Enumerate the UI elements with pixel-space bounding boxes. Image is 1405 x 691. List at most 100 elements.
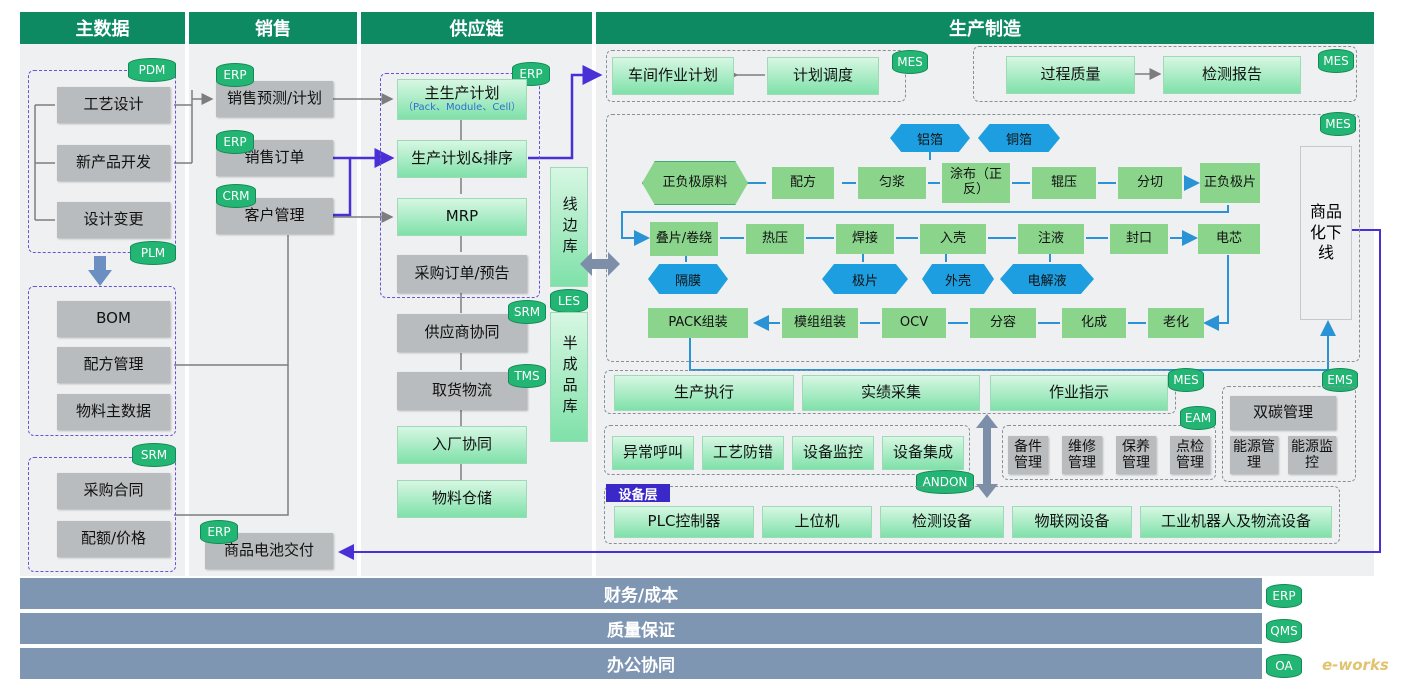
electrode-raw-material-hex[interactable]: 正负极原料	[642, 161, 748, 205]
abnormal-call-box[interactable]: 异常呼叫	[612, 436, 694, 470]
srm-group	[28, 457, 176, 572]
master-plan-sublabel: （Pack、Module、Cell）	[402, 102, 522, 114]
injection-step-box[interactable]: 注液	[1018, 224, 1084, 254]
inspection-mgmt-box[interactable]: 点检管理	[1170, 436, 1210, 474]
sales-forecast-box[interactable]: 销售预测/计划	[216, 81, 333, 117]
upkeep-box[interactable]: 保养管理	[1116, 436, 1156, 474]
plan-dispatch-box[interactable]: 计划调度	[767, 57, 879, 95]
energy-monitor-box[interactable]: 能源监控	[1288, 436, 1336, 474]
electrode-hex: 极片	[822, 264, 908, 294]
formation-step-box[interactable]: 化成	[1062, 308, 1126, 338]
sales-column	[189, 44, 357, 576]
device-integration-box[interactable]: 设备集成	[882, 436, 964, 470]
new-product-box[interactable]: 新产品开发	[57, 145, 170, 181]
material-master-box[interactable]: 物料主数据	[57, 394, 170, 430]
eam-tag: EAM	[1180, 406, 1216, 430]
device-layer-label: 设备层	[606, 484, 670, 503]
srm-tag-supply: SRM	[508, 300, 546, 324]
inbound-collab-box[interactable]: 入厂协同	[397, 426, 527, 464]
carbon-group	[1222, 386, 1356, 482]
process-design-box[interactable]: 工艺设计	[57, 87, 170, 123]
les-tag: LES	[550, 289, 588, 313]
slurry-step-box[interactable]: 匀浆	[858, 167, 926, 199]
test-equipment-box[interactable]: 检测设备	[880, 506, 1004, 538]
header-supply-chain: 供应链	[361, 12, 592, 44]
battery-delivery-box[interactable]: 商品电池交付	[205, 533, 333, 569]
pdm-tag: PDM	[128, 58, 176, 82]
error-proofing-box[interactable]: 工艺防错	[702, 436, 784, 470]
cell-process-group	[606, 114, 1360, 362]
inspection-report-box[interactable]: 检测报告	[1163, 56, 1301, 94]
module-assembly-step-box[interactable]: 模组组装	[782, 308, 858, 338]
mrp-box[interactable]: MRP	[397, 198, 527, 236]
mes-tag-quality: MES	[1318, 49, 1354, 73]
erp-tag-forecast: ERP	[216, 63, 254, 87]
process-quality-box[interactable]: 过程质量	[1006, 56, 1135, 94]
quality-assurance-bar[interactable]: 质量保证	[20, 613, 1262, 644]
formula-step-box[interactable]: 配方	[772, 167, 834, 199]
header-sales: 销售	[189, 12, 357, 44]
mes-tag-exec: MES	[1168, 368, 1204, 392]
production-execution-box[interactable]: 生产执行	[614, 375, 794, 411]
welding-step-box[interactable]: 焊接	[836, 224, 894, 254]
device-layer-group	[604, 486, 1340, 544]
device-monitor-box[interactable]: 设备监控	[792, 436, 874, 470]
actual-collection-box[interactable]: 实绩采集	[802, 375, 980, 411]
tms-tag: TMS	[508, 364, 546, 388]
supplier-collab-box[interactable]: 供应商协同	[397, 314, 527, 352]
watermark-logo: e-works	[1322, 656, 1389, 674]
office-collab-bar[interactable]: 办公协同	[20, 648, 1262, 679]
maintenance-box[interactable]: 维修管理	[1062, 436, 1102, 474]
work-instruction-box[interactable]: 作业指示	[990, 375, 1168, 411]
erp-tag-finance: ERP	[1266, 584, 1302, 608]
iot-device-box[interactable]: 物联网设备	[1012, 506, 1132, 538]
crm-tag: CRM	[216, 184, 256, 208]
cell-step-box[interactable]: 电芯	[1198, 224, 1260, 254]
dual-carbon-box[interactable]: 双碳管理	[1230, 396, 1336, 430]
purchase-contract-box[interactable]: 采购合同	[57, 473, 170, 509]
erp-tag-order: ERP	[216, 130, 254, 154]
host-computer-box[interactable]: 上位机	[762, 506, 872, 538]
rolling-step-box[interactable]: 辊压	[1032, 167, 1096, 199]
semi-product-store-box[interactable]: 半成品库	[550, 312, 588, 442]
pickup-logistics-box[interactable]: 取货物流	[397, 372, 527, 410]
bom-box[interactable]: BOM	[57, 301, 170, 337]
workshop-group	[606, 50, 906, 102]
master-production-plan-box[interactable]: 主生产计划 （Pack、Module、Cell）	[397, 79, 527, 120]
andon-tag: ANDON	[916, 470, 974, 494]
purchase-order-box[interactable]: 采购订单/预告	[397, 255, 527, 293]
execution-group	[604, 370, 1176, 414]
plc-controller-box[interactable]: PLC控制器	[614, 506, 754, 538]
production-schedule-box[interactable]: 生产计划&排序	[397, 140, 527, 178]
erp-tag-delivery: ERP	[200, 520, 238, 544]
casing-step-box[interactable]: 入壳	[920, 224, 986, 254]
bom-group	[28, 286, 176, 436]
material-warehouse-box[interactable]: 物料仓储	[397, 480, 527, 518]
formula-box[interactable]: 配方管理	[57, 347, 170, 383]
mes-tag-workshop: MES	[892, 50, 928, 74]
electrode-sheet-step-box[interactable]: 正负极片	[1200, 163, 1260, 203]
design-change-box[interactable]: 设计变更	[57, 202, 170, 238]
spare-parts-box[interactable]: 备件管理	[1008, 436, 1048, 474]
robot-logistics-box[interactable]: 工业机器人及物流设备	[1140, 506, 1332, 538]
sealing-step-box[interactable]: 封口	[1110, 224, 1168, 254]
header-master-data: 主数据	[20, 12, 185, 44]
pack-assembly-step-box[interactable]: PACK组装	[648, 308, 748, 338]
stacking-step-box[interactable]: 叠片/卷绕	[650, 222, 718, 256]
commercial-offline-box[interactable]: 商品化下线	[1300, 146, 1352, 320]
quota-price-box[interactable]: 配额/价格	[57, 521, 170, 557]
energy-management-box[interactable]: 能源管理	[1230, 436, 1278, 474]
separator-hex: 隔膜	[648, 264, 728, 294]
slitting-step-box[interactable]: 分切	[1118, 167, 1182, 199]
copper-foil-hex: 铜箔	[978, 124, 1060, 152]
finance-cost-bar[interactable]: 财务/成本	[20, 578, 1262, 609]
workshop-plan-box[interactable]: 车间作业计划	[612, 57, 734, 95]
ocv-step-box[interactable]: OCV	[882, 308, 946, 338]
aging-step-box[interactable]: 老化	[1148, 308, 1204, 338]
hot-press-step-box[interactable]: 热压	[746, 224, 804, 254]
grading-step-box[interactable]: 分容	[970, 308, 1036, 338]
coating-step-box[interactable]: 涂布（正反）	[942, 163, 1010, 203]
plm-tag: PLM	[130, 241, 176, 265]
line-side-store-box[interactable]: 线边库	[550, 167, 588, 287]
down-arrow-icon	[88, 256, 112, 286]
